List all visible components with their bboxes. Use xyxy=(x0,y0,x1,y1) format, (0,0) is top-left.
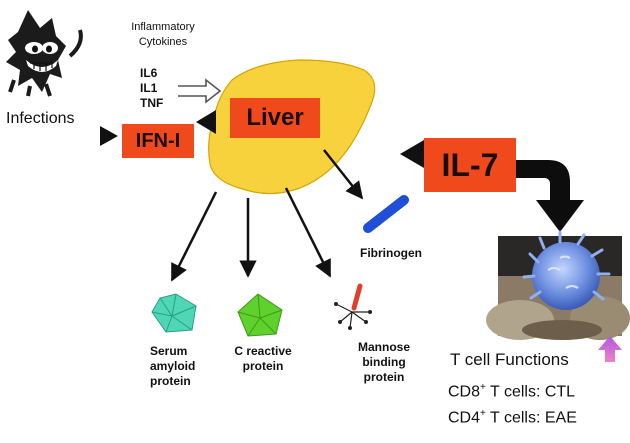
ifn-arrowhead xyxy=(196,110,216,134)
cytokine-list: IL6 IL1 TNF xyxy=(140,66,163,111)
serum-amyloid-label: Serum amyloid protein xyxy=(150,344,195,389)
cytokine-il1: IL1 xyxy=(140,81,158,95)
c-reactive-protein-icon xyxy=(237,293,283,337)
liver-label: Liver xyxy=(230,98,320,138)
infections-label: Infections xyxy=(6,110,75,127)
up-arrow-icon xyxy=(598,336,622,362)
cd8-line: CD8+ T cells: CTL xyxy=(448,382,575,401)
serum-amyloid-icon xyxy=(151,293,197,333)
mannose-label: Mannose binding protein xyxy=(352,340,416,385)
inflammatory-cytokines-title: Inflammatory Cytokines xyxy=(118,20,208,50)
cd8-sup: + xyxy=(480,382,486,393)
infections-arrowhead xyxy=(100,126,118,146)
crp-line2: protein xyxy=(242,359,284,373)
tcell-functions-title: T cell Functions xyxy=(450,350,569,369)
fibrinogen-label: Fibrinogen xyxy=(360,246,422,260)
serum-line3: protein xyxy=(150,374,191,388)
inflammatory-line2: Cytokines xyxy=(138,36,188,48)
mannose-line1: Mannose xyxy=(357,340,410,354)
arrow-to-mannose xyxy=(284,187,332,278)
crp-line1: C reactive xyxy=(234,344,292,358)
mannose-line3: protein xyxy=(363,370,405,384)
arrow-to-fibrinogen xyxy=(323,149,364,200)
il7-label: IL-7 xyxy=(424,138,516,192)
inflammatory-line1: Inflammatory xyxy=(131,21,195,33)
cd8-rest: T cells: CTL xyxy=(485,383,576,401)
tcell-micrograph xyxy=(486,230,630,340)
serum-line2: amyloid xyxy=(150,359,196,373)
arrow-to-serum-amyloid xyxy=(170,191,218,282)
cd4-prefix: CD4 xyxy=(448,409,481,427)
mannose-binding-icon xyxy=(334,283,372,330)
cd4-sup: + xyxy=(480,408,486,419)
cytokine-il6: IL6 xyxy=(140,66,158,80)
mannose-line2: binding xyxy=(362,355,406,369)
open-arrow-icon xyxy=(178,78,222,104)
c-reactive-label: C reactive protein xyxy=(226,344,300,374)
big-bent-arrow xyxy=(514,160,584,232)
fibrinogen-icon xyxy=(363,195,409,233)
cd4-rest: T cells: EAE xyxy=(485,409,577,427)
virus-cat-icon xyxy=(6,10,83,97)
cytokine-tnf: TNF xyxy=(140,96,164,110)
il7-arrowhead xyxy=(400,140,424,168)
serum-line1: Serum xyxy=(150,344,188,358)
cd4-line: CD4+ T cells: EAE xyxy=(448,408,577,427)
ifn-label: IFN-I xyxy=(122,124,194,158)
cd8-prefix: CD8 xyxy=(448,383,481,401)
